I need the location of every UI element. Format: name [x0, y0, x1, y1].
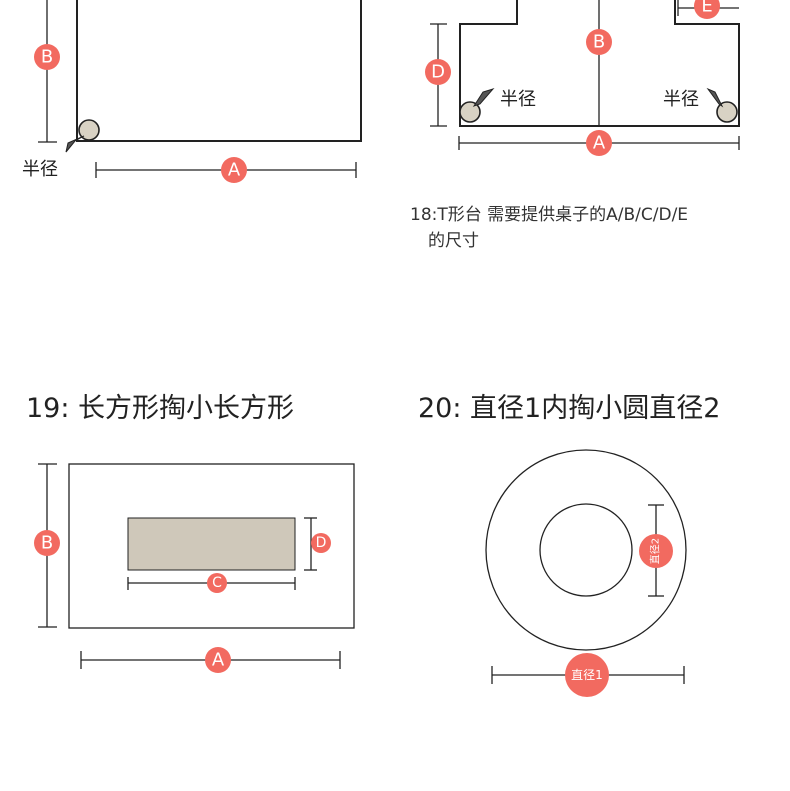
badge-b [34, 530, 60, 556]
badge-b-label: B [41, 47, 53, 68]
inner-rectangle [127, 517, 296, 571]
diagram-19: 19: 长方形掏小长方形 B D C A [26, 393, 355, 673]
badge-d [311, 533, 331, 553]
badge-c [207, 573, 227, 593]
badge-d-label: D [316, 535, 327, 551]
outer-circle [485, 449, 687, 651]
badge-diameter-1 [565, 653, 609, 697]
radius-knob-right [716, 101, 738, 123]
badge-e [694, 0, 720, 19]
radius-label-right: 半径 [663, 89, 699, 110]
badge-diameter-1-label: 直径1 [571, 668, 603, 682]
note-line-1: 18:T形台 需要提供桌子的A/B/C/D/E [410, 205, 688, 225]
diagram-19-title: 19: 长方形掏小长方形 [26, 393, 294, 424]
diagram-17: B 半径 A [22, 0, 362, 183]
badge-d-label: D [431, 62, 445, 83]
radius-knob [78, 119, 100, 141]
radius-pointer-icon [65, 135, 85, 153]
diagram-20: 20: 直径1内掏小圆直径2 直径2 直径1 [418, 393, 720, 697]
diagram-20-title: 20: 直径1内掏小圆直径2 [418, 393, 720, 424]
radius-pointer-right-icon [706, 87, 724, 108]
badge-e-label: E [701, 0, 712, 17]
outer-rectangle [68, 463, 355, 629]
radius-label-left: 半径 [500, 89, 536, 110]
badge-b-label: B [41, 533, 53, 554]
badge-a-label: A [593, 133, 606, 154]
note-line-2: 的尺寸 [428, 231, 479, 251]
badge-diameter-2-label: 直径2 [649, 538, 662, 564]
badge-a [205, 647, 231, 673]
badge-a [221, 157, 247, 183]
badge-b-label: B [593, 32, 605, 53]
badge-b [586, 29, 612, 55]
badge-a-label: A [228, 160, 241, 181]
table-outline [76, 0, 362, 142]
badge-diameter-2 [639, 534, 673, 568]
badge-b [34, 44, 60, 70]
radius-label: 半径 [22, 159, 58, 180]
badge-d [425, 59, 451, 85]
inner-circle [539, 503, 633, 597]
badge-c-label: C [212, 575, 222, 591]
radius-pointer-left-icon [472, 88, 495, 107]
radius-knob-left [459, 101, 481, 123]
diagram-18: B E D 半径 半径 A 18:T形台 需要提供桌子的A/B/C/D/E 的尺… [410, 0, 740, 251]
badge-a-label: A [212, 650, 225, 671]
badge-a [586, 130, 612, 156]
